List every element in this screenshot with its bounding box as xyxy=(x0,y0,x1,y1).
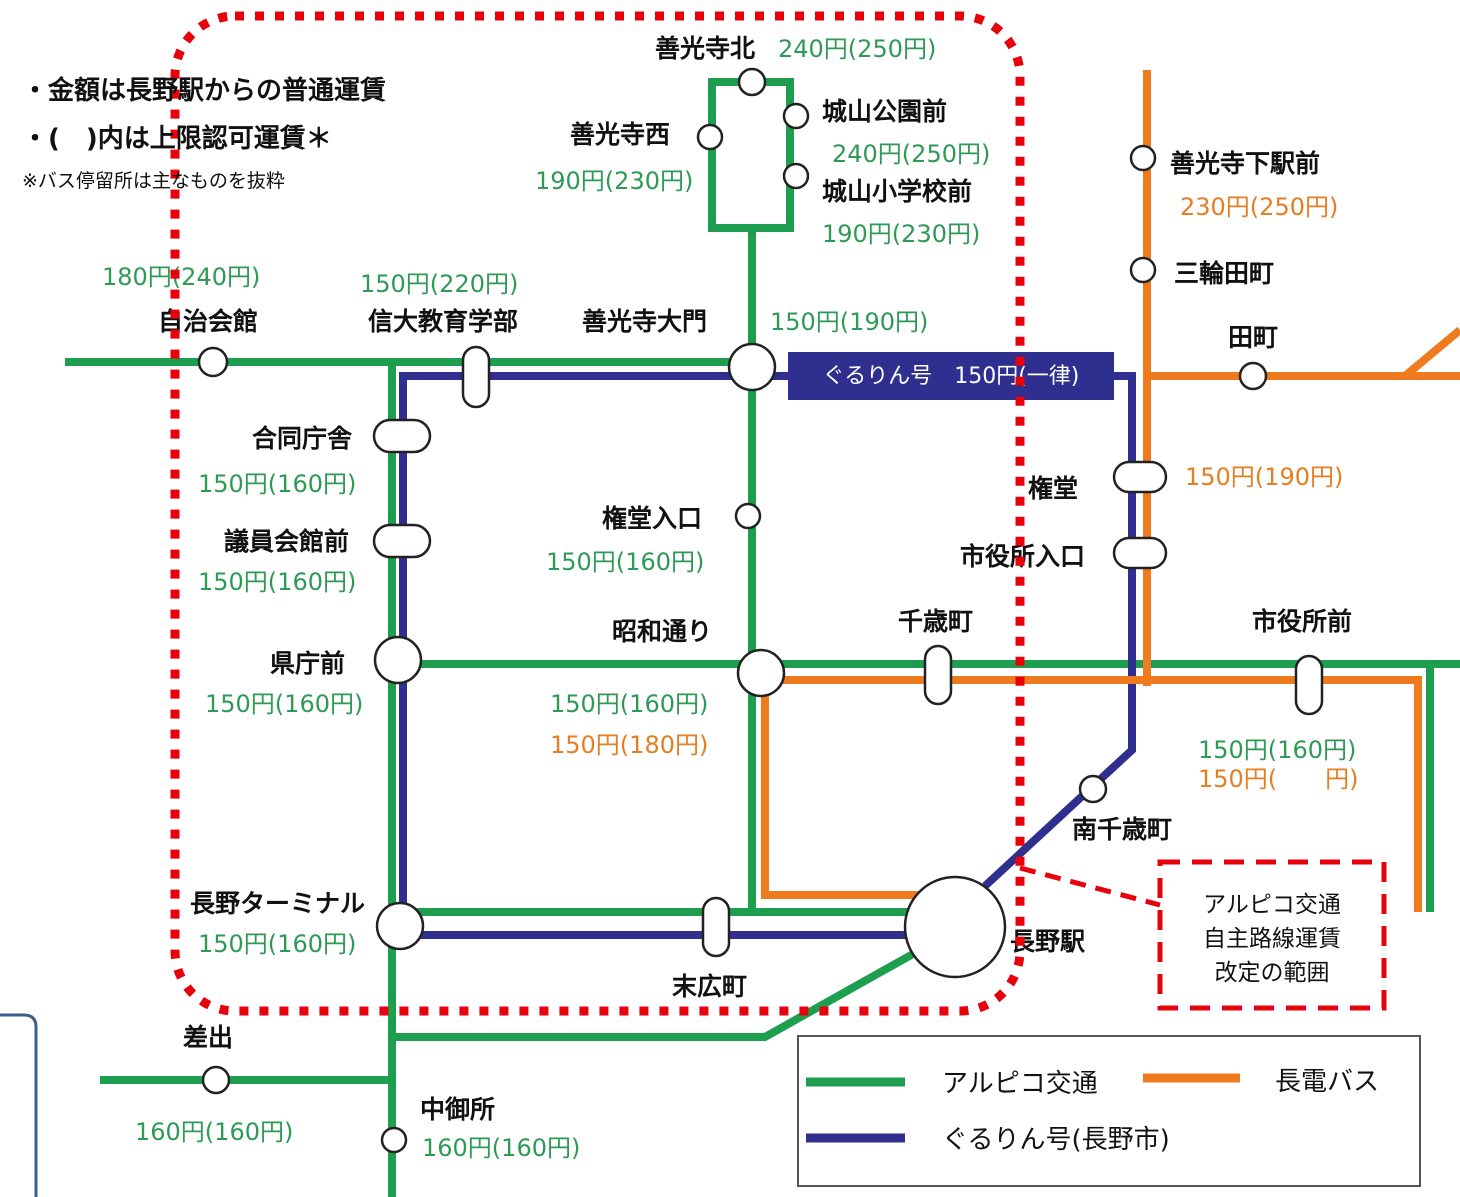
fare-jokoyama-shogakko: 190円(230円) xyxy=(822,220,980,248)
stop-nakagosho xyxy=(380,1126,408,1154)
fare-gondo-iriguchi: 150円(160円) xyxy=(546,548,704,576)
nagaden-lines xyxy=(761,70,1460,912)
stop-zenkojishita-ekimae xyxy=(1129,144,1157,172)
name-zenkoji-daimon: 善光寺大門 xyxy=(582,307,707,336)
stop-sade xyxy=(201,1065,231,1095)
fare-nagano-terminal: 150円(160円) xyxy=(198,930,356,958)
stop-zenkoji-kita xyxy=(737,67,767,97)
fare2-showa-dori: 150円(180円) xyxy=(550,731,708,759)
name-nagano-terminal: 長野ターミナル xyxy=(190,889,365,918)
name-zenkojishita-ekimae: 善光寺下駅前 xyxy=(1170,149,1320,178)
name-jokoyama-shogakko: 城山小学校前 xyxy=(822,177,972,206)
name-godo-chosha: 合同庁舎 xyxy=(252,424,353,453)
fare-shiyakushomae: 150円(160円) xyxy=(1198,736,1356,764)
stop-shiyakusho-iriguchi xyxy=(1112,536,1168,570)
legend-label-nagaden: 長電バス xyxy=(1275,1067,1379,1097)
name-gondo: 権堂 xyxy=(1028,474,1078,503)
fare-gondo: 150円(190円) xyxy=(1185,463,1343,491)
stop-kenchomae xyxy=(373,635,423,685)
stop-markers xyxy=(197,67,1324,1154)
fare-nakagosho: 160円(160円) xyxy=(422,1134,580,1162)
fare-notes: ・金額は長野駅からの普通運賃 ・( )内は上限認可運賃＊ ※バス停留所は主なもの… xyxy=(22,70,386,193)
fare-showa-dori: 150円(160円) xyxy=(550,690,708,718)
name-jokoyama-koen: 城山公園前 xyxy=(822,97,947,126)
fare-zenkoji-nishi: 190円(230円) xyxy=(535,167,693,195)
note-1: ・金額は長野駅からの普通運賃 xyxy=(22,76,387,106)
name-sade: 差出 xyxy=(183,1023,233,1052)
stop-jichi-kaikan xyxy=(197,346,229,378)
stop-minami-chitose xyxy=(1078,774,1108,804)
stop-jokoyama-shogakko xyxy=(782,162,810,190)
name-nakagosho: 中御所 xyxy=(420,1095,495,1124)
fare-shindai-kyoiku: 150円(220円) xyxy=(360,270,518,298)
legend-label-guruin: ぐるりん号(長野市) xyxy=(942,1125,1170,1155)
name-shiyakusho-iriguchi: 市役所入口 xyxy=(960,542,1085,571)
guruin-label-box xyxy=(788,352,1114,400)
fare-godo-chosha: 150円(160円) xyxy=(198,470,356,498)
alpico-lines xyxy=(65,78,1460,1197)
scope-box xyxy=(1157,859,1387,1011)
guruin-label: ぐるりん号 150円(一律) xyxy=(823,364,1080,389)
name-tamachi: 田町 xyxy=(1228,323,1278,352)
fare-jokoyama-koen: 240円(250円) xyxy=(832,140,990,168)
scope-box-line2: 自主路線運賃 xyxy=(1203,926,1341,952)
name-suehiro: 末広町 xyxy=(672,972,747,1001)
stop-jokoyama-koen xyxy=(782,102,810,130)
fare-zenkoji-kita: 240円(250円) xyxy=(778,35,936,63)
name-gondo-iriguchi: 権堂入口 xyxy=(602,504,702,533)
stop-miwa-tamachi xyxy=(1129,256,1157,284)
name-showa-dori: 昭和通り xyxy=(612,617,712,646)
scope-connector xyxy=(1019,865,1161,908)
fare2-shiyakushomae: 150円( 円) xyxy=(1198,765,1359,793)
fare-kenchomae: 150円(160円) xyxy=(205,690,363,718)
fare-jichi-kaikan: 180円(240円) xyxy=(102,263,260,291)
name-zenkoji-kita: 善光寺北 xyxy=(655,34,755,63)
stop-chitose-machi xyxy=(923,644,953,706)
name-kenchomae: 県庁前 xyxy=(270,649,345,678)
fare-zenkojishita-ekimae: 230円(250円) xyxy=(1180,193,1338,221)
legend-box xyxy=(797,1035,1421,1187)
name-shiyakushomae: 市役所前 xyxy=(1252,607,1352,636)
fare-giin-kaikan: 150円(160円) xyxy=(198,568,356,596)
scope-box-line1: アルピコ交通 xyxy=(1203,892,1341,918)
stop-tamachi xyxy=(1238,361,1268,391)
stop-gondo xyxy=(1112,460,1168,494)
name-chitose-machi: 千歳町 xyxy=(898,607,973,636)
name-miwa-tamachi: 三輪田町 xyxy=(1174,259,1274,288)
name-shindai-kyoiku: 信大教育学部 xyxy=(368,307,518,336)
name-minami-chitose: 南千歳町 xyxy=(1072,815,1172,844)
scope-dotted-border xyxy=(170,11,1025,1016)
stop-showa-dori xyxy=(736,648,786,698)
note-3: ※バス停留所は主なものを抜粋 xyxy=(22,170,285,192)
stop-zenkoji-daimon xyxy=(727,342,777,392)
name-zenkoji-nishi: 善光寺西 xyxy=(570,120,670,149)
stop-godo-chosha xyxy=(372,418,432,454)
stop-shindai-kyoiku xyxy=(461,345,491,409)
stop-gondo-iriguchi xyxy=(734,502,762,530)
stop-shiyakushomae xyxy=(1294,654,1324,716)
scope-box-line3: 改定の範囲 xyxy=(1215,960,1330,986)
name-giin-kaikan: 議員会館前 xyxy=(224,527,349,556)
fare-zenkoji-daimon: 150円(190円) xyxy=(770,308,928,336)
note-2: ・( )内は上限認可運賃＊ xyxy=(22,124,332,154)
stop-nagano-terminal xyxy=(375,901,425,951)
stop-zenkoji-nishi xyxy=(696,123,724,151)
stop-suehiro xyxy=(701,896,731,958)
legend: アルピコ交通 長電バス ぐるりん号(長野市) xyxy=(797,1035,1421,1187)
frame-fragment xyxy=(0,1013,38,1197)
legend-label-alpico: アルピコ交通 xyxy=(942,1069,1098,1099)
fare-sade: 160円(160円) xyxy=(135,1118,293,1146)
stop-nagano-eki xyxy=(903,875,1007,979)
stop-giin-kaikan xyxy=(372,523,432,559)
